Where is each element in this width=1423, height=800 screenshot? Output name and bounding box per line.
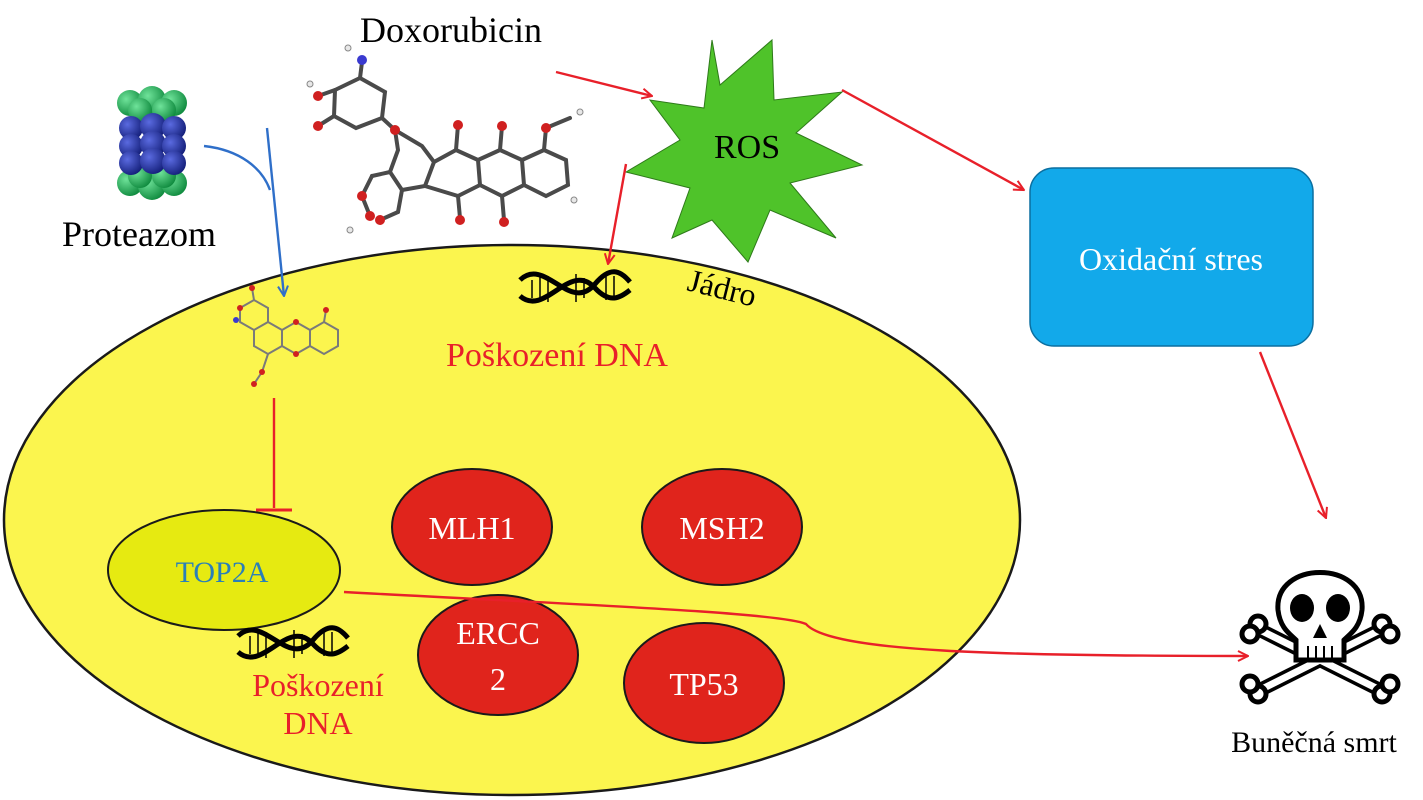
mlh1-ellipse (391, 468, 553, 586)
arrow-ros-to-dna (608, 163, 628, 264)
tp53-label: TP53 (669, 666, 738, 702)
arrow-oxidative-stress-to-death (1258, 351, 1326, 518)
skull-crossbones-icon (1239, 570, 1401, 705)
top2a-ellipse (107, 509, 341, 631)
ercc2-label-line1: ERCC (456, 615, 540, 651)
proteazom-label: Proteazom (62, 214, 216, 254)
arrow-top2a-to-death (343, 590, 1248, 656)
arrow-doxorubicin-to-ros (555, 70, 652, 96)
proteasome-icon (117, 86, 187, 200)
dna-damage-label-bottom-line1: Poškození (252, 667, 384, 703)
dna-helix-icon-bottom (236, 625, 350, 660)
doxorubicin-small-molecule-icon (233, 285, 339, 387)
oxidative-stress-label: Oxidační stres (1079, 241, 1263, 277)
arrow-ros-to-oxidative-stress (841, 88, 1024, 190)
mlh1-label: MLH1 (428, 510, 515, 546)
arrow-proteasome-to-drug (203, 144, 272, 191)
doxorubicin-label: Doxorubicin (360, 10, 542, 50)
cell-death-label: Buněčná smrt (1231, 726, 1397, 759)
top2a-label: TOP2A (176, 556, 269, 589)
dna-helix-icon (518, 269, 632, 304)
msh2-label: MSH2 (679, 510, 764, 546)
oxidative-stress-box (1029, 167, 1314, 347)
ros-star (624, 38, 864, 263)
dna-damage-label-bottom-line2: DNA (283, 705, 352, 741)
tp53-ellipse (623, 622, 785, 744)
ros-label: ROS (714, 129, 780, 166)
doxorubicin-molecule-icon (306, 44, 584, 234)
dna-damage-label-top: Poškození DNA (446, 337, 668, 374)
ercc2-label-line2: 2 (490, 661, 506, 697)
arrow-drug-entry (265, 127, 284, 296)
msh2-ellipse (641, 468, 803, 586)
ercc2-ellipse (417, 594, 579, 716)
